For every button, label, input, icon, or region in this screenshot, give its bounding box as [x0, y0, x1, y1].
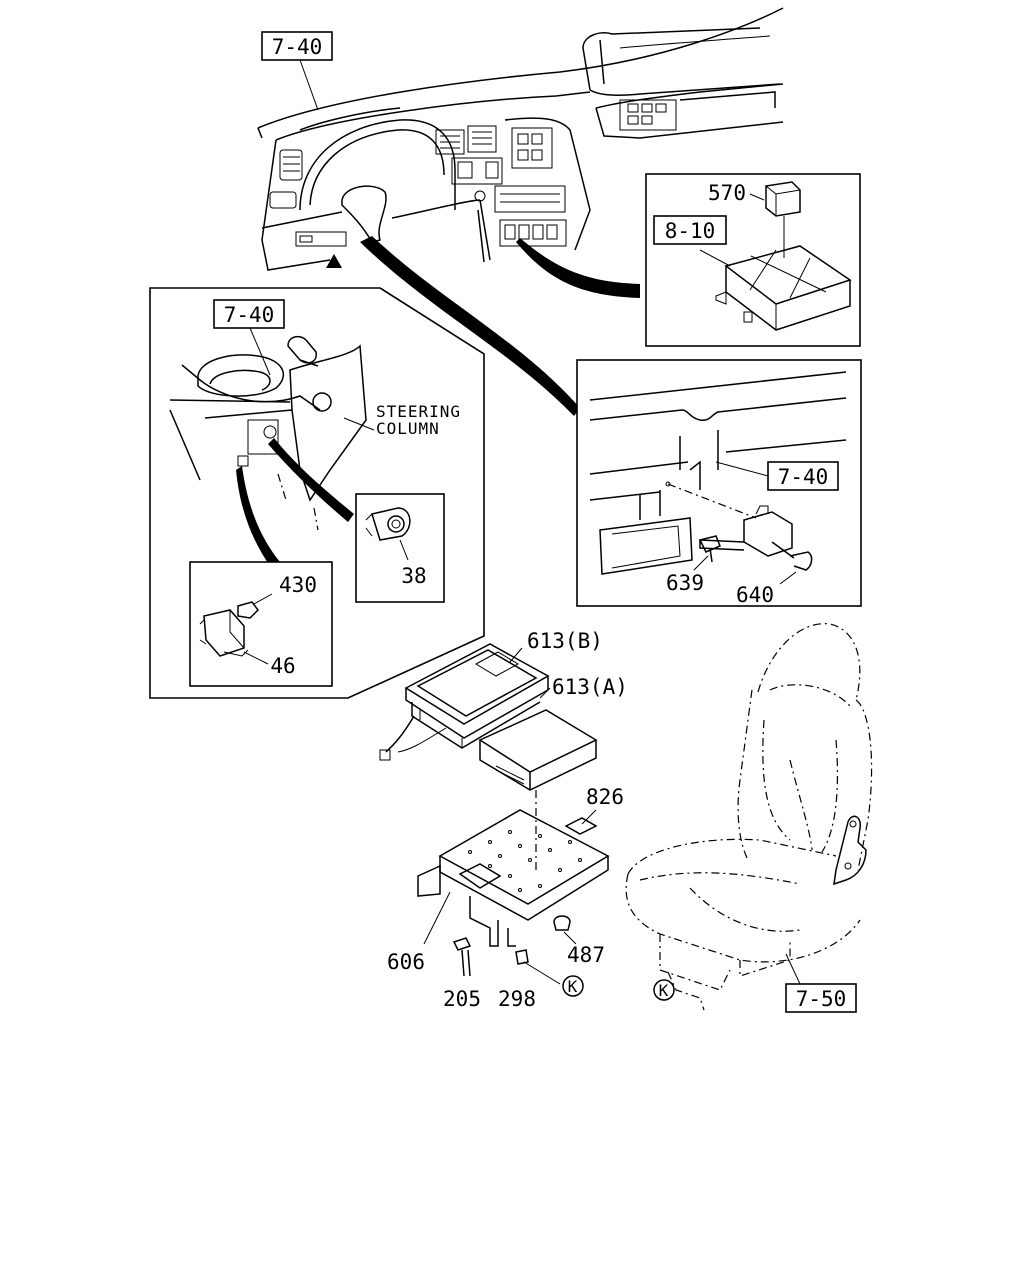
steering-label-2: COLUMN [376, 419, 440, 438]
part-label-430: 430 [279, 573, 317, 597]
part-label-487: 487 [567, 943, 605, 967]
k-marker-1: K [568, 977, 579, 996]
arrow-column [326, 254, 342, 268]
leader-swoosh-bracket [360, 236, 580, 416]
part-label-46: 46 [270, 654, 295, 678]
steering-column-inset: 7-40 STEERING COLUMN 38 [149, 287, 485, 699]
ref-label-relay: 8-10 [665, 219, 716, 243]
part-label-613b: 613(B) [527, 629, 603, 653]
dashboard-illustration [257, 7, 784, 271]
part-label-606: 606 [387, 950, 425, 974]
bracket-inset: 7-40 639 640 [576, 359, 862, 607]
part-label-570: 570 [708, 181, 746, 205]
leader-swoosh-relay [516, 238, 640, 298]
relay-inset: 570 8-10 [645, 173, 861, 347]
part-label-298: 298 [498, 987, 536, 1011]
part-label-639: 639 [666, 571, 704, 595]
ref-label-bracket: 7-40 [778, 465, 829, 489]
ref-label-seat: 7-50 [796, 987, 847, 1011]
part-label-38: 38 [401, 564, 426, 588]
part-label-826: 826 [586, 785, 624, 809]
seat-illustration: 7-50 K [625, 623, 873, 1013]
part-label-613a: 613(A) [552, 675, 628, 699]
k-marker-2: K [659, 981, 670, 1000]
controller-assembly: 613(B) 613(A) 826 606 487 [379, 629, 628, 1011]
ref-label-column: 7-40 [224, 303, 275, 327]
steering-label-1: STEERING [376, 402, 461, 421]
ref-label-dash: 7-40 [272, 35, 323, 59]
part-label-205: 205 [443, 987, 481, 1011]
ref-box-dash: 7-40 [261, 31, 333, 111]
part-label-640: 640 [736, 583, 774, 607]
